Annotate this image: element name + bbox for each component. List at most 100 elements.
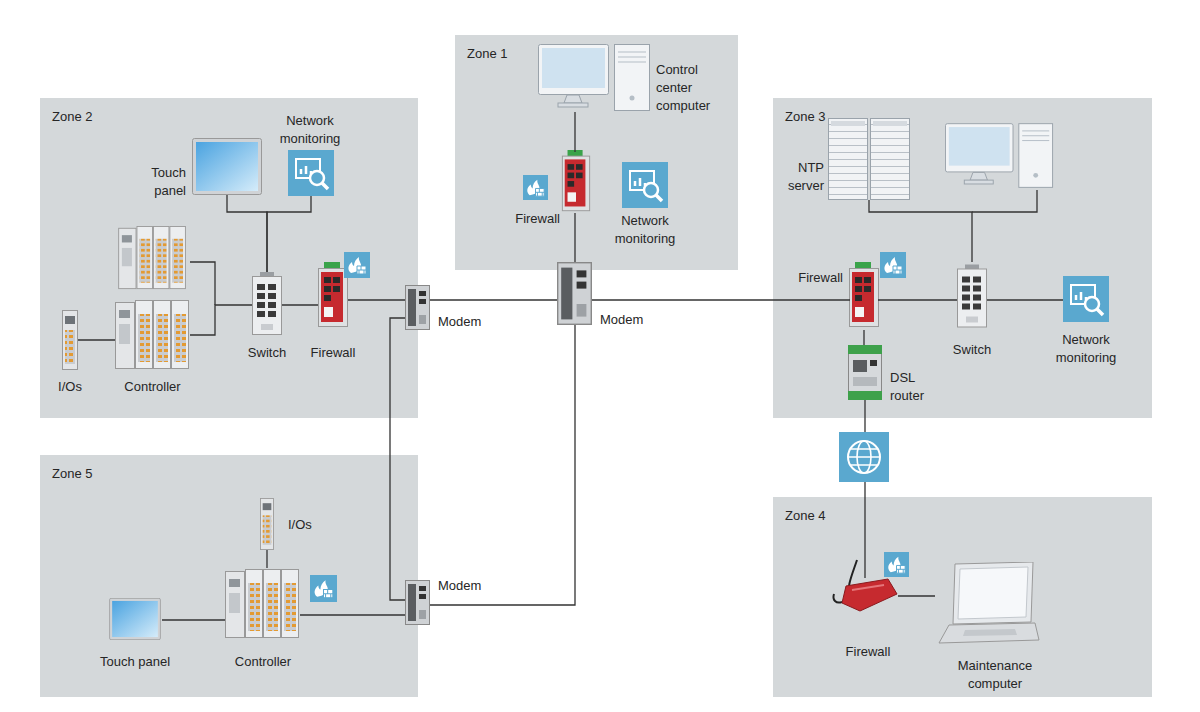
label-holder: Modem (600, 310, 643, 328)
zone-heading: Zone 1 (467, 46, 507, 61)
device-label: Firewall (311, 345, 356, 360)
label-holder: Firewall (833, 642, 903, 660)
modem-node: Modem (405, 580, 430, 625)
device-label: I/Os (58, 379, 82, 394)
device-label: Network monitoring (1056, 332, 1117, 365)
touch-panel-node: Touch panel (192, 138, 262, 195)
network-link (266, 550, 267, 568)
label-holder: NTP server (776, 158, 824, 194)
label-holder: Zone 1 (467, 44, 507, 62)
network-link (430, 299, 557, 300)
device-label: Maintenance computer (958, 658, 1032, 691)
zone-box: Zone 3NTP serverFirewallSwitchNetwork mo… (773, 98, 1152, 418)
zone-heading: Zone 5 (52, 466, 92, 481)
io-node: I/Os (62, 310, 78, 370)
monitoring-node: Network monitoring (622, 162, 668, 208)
label-holder: DSL router (890, 368, 938, 404)
label-holder: Touch panel (138, 163, 186, 199)
network-link (574, 112, 575, 152)
device-label: Firewall (798, 270, 843, 285)
monitoring-node: Network monitoring (1063, 276, 1109, 322)
device-label: Switch (248, 345, 286, 360)
monitoring-node: Network monitoring (288, 150, 334, 196)
network-link (162, 619, 225, 620)
device-label: Controller (235, 654, 291, 669)
controller-node: Controller (115, 300, 190, 370)
network-link (78, 339, 115, 340)
zone-heading: Zone 3 (785, 109, 825, 124)
label-holder: Controller (110, 377, 195, 395)
firewall-node: Firewall (838, 578, 898, 612)
zone-box: Zone 1Control center computerFirewallNet… (455, 35, 738, 270)
label-holder: Zone 2 (52, 107, 92, 125)
label-holder: I/Os (288, 515, 312, 533)
computer-node: Control center computer (538, 44, 652, 112)
firewall-node: Firewall (563, 152, 589, 213)
network-link (227, 195, 267, 272)
io-node: I/Os (258, 498, 276, 550)
label-holder: Modem (438, 576, 481, 594)
zone-box: Zone 4FirewallMaintenance computer (773, 497, 1152, 697)
network-link (300, 614, 405, 615)
network-link (869, 200, 972, 262)
firewall-node: Firewall (318, 262, 348, 330)
label-holder: I/Os (50, 377, 90, 395)
label-holder: Switch (242, 343, 292, 361)
device-label: Network monitoring (280, 113, 341, 146)
label-holder: Zone 4 (785, 506, 825, 524)
label-holder: Firewall (495, 209, 560, 227)
zone-box: Zone 2Network monitoringTouch panelContr… (40, 98, 418, 418)
network-link (348, 299, 405, 300)
device-label: Control center computer (656, 62, 710, 113)
zone-box: Zone 5I/OsTouch panelController (40, 455, 418, 697)
modem-node: Modem (557, 262, 592, 325)
label-holder: Zone 3 (785, 107, 825, 125)
globe-icon (839, 432, 889, 482)
network-link (864, 400, 865, 578)
device-label: Firewall (515, 211, 560, 226)
touch-panel-node: Touch panel (108, 598, 162, 640)
label-holder: Firewall (785, 268, 843, 286)
network-link (574, 213, 575, 262)
switch-node: Switch (252, 272, 282, 337)
laptop-node: Maintenance computer (935, 562, 1040, 650)
device-label: I/Os (288, 517, 312, 532)
network-link (863, 330, 864, 345)
network-link (430, 325, 575, 605)
zone-heading: Zone 2 (52, 109, 92, 124)
device-label: Modem (600, 312, 643, 327)
modem-node: Modem (405, 285, 430, 330)
network-link (282, 304, 318, 305)
ntp-server-node: NTP server (828, 118, 910, 200)
label-holder: Network monitoring (274, 111, 346, 147)
firewall-node: Firewall (850, 262, 878, 330)
label-holder: Controller (222, 652, 304, 670)
network-link (878, 299, 957, 300)
device-label: Modem (438, 314, 481, 329)
device-label: Controller (124, 379, 180, 394)
network-link (390, 318, 405, 600)
switch-node: Switch (957, 262, 987, 332)
label-holder: Network monitoring (1049, 330, 1123, 366)
device-label: Touch panel (100, 654, 170, 669)
network-link (898, 595, 935, 596)
label-holder: Touch panel (90, 652, 180, 670)
network-link (592, 299, 850, 300)
network-link (987, 299, 1063, 300)
device-label: Switch (953, 342, 991, 357)
label-holder: Switch (947, 340, 997, 358)
device-label: Modem (438, 578, 481, 593)
router-node: DSL router (848, 345, 882, 400)
device-label: DSL router (890, 370, 924, 403)
device-label: Firewall (846, 644, 891, 659)
label-holder: Modem (438, 312, 481, 330)
controller-node: Controller (225, 568, 300, 640)
network-link (267, 196, 311, 272)
device-label: NTP server (788, 160, 824, 193)
label-holder: Network monitoring (609, 211, 681, 247)
zone-heading: Zone 4 (785, 508, 825, 523)
